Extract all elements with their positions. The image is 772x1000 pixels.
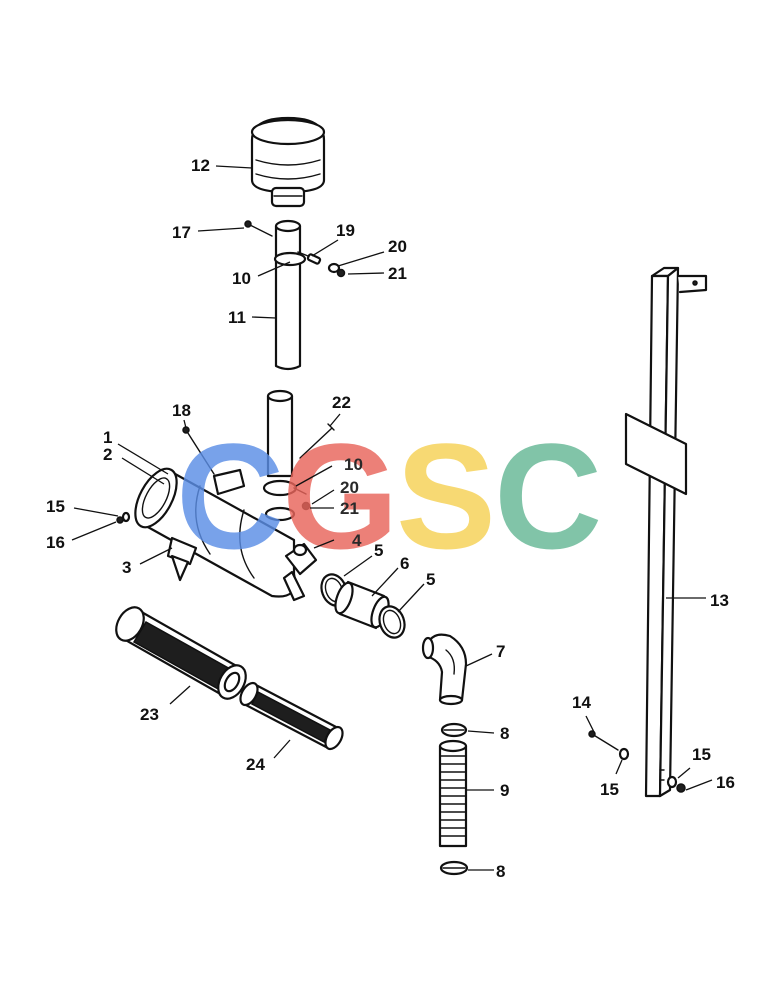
mounting-post [624,266,708,798]
callout-12: 12 [191,156,210,175]
air-cleaner-body [116,389,318,602]
watermark-letter-g: G [282,412,399,580]
intake-tube-upper [273,219,309,371]
cgsc-watermark: C G S C [176,412,602,580]
clamp-5-right [378,605,406,639]
callout-16-post: 16 [716,773,735,792]
callout-14: 14 [572,693,591,712]
callout-2: 2 [103,445,112,464]
watermark-letter-c1: C [176,412,284,580]
watermark-letter-s: S [396,412,496,580]
callout-6: 6 [400,554,409,573]
post-hardware [588,730,686,793]
callout-5-right: 5 [426,570,435,589]
callout-3: 3 [122,558,131,577]
callout-19: 19 [336,221,355,240]
callout-21-lower: 21 [340,499,359,518]
flex-hose-9 [438,739,468,848]
callout-8-upper: 8 [500,724,509,743]
callout-20: 20 [388,237,407,256]
upper-clamp-hardware [306,253,346,278]
primary-filter-element [115,606,247,700]
callout-18: 18 [172,401,191,420]
callout-21: 21 [388,264,407,283]
callout-15-left: 15 [46,497,65,516]
elbow-7 [421,633,468,706]
clamp-8-upper [440,722,468,738]
callout-5-left: 5 [374,541,383,560]
callout-4: 4 [352,531,362,550]
callout-1: 1 [103,428,112,447]
hose-6 [334,580,390,630]
callout-20-lower: 20 [340,478,359,497]
callout-9: 9 [500,781,509,800]
callout-16-left: 16 [46,533,65,552]
callout-11: 11 [228,308,246,327]
callout-labels: 12 17 19 20 21 10 11 18 22 1 2 10 20 21 … [46,156,735,881]
callout-10: 10 [232,269,251,288]
callout-10-lower: 10 [344,455,363,474]
callout-8-lower: 8 [496,862,505,881]
callout-23: 23 [140,705,159,724]
bolt-17 [244,220,273,237]
bolt-22 [299,423,335,459]
callout-17: 17 [172,223,191,242]
precleaner-cap [250,116,326,208]
watermark-letter-c2: C [494,412,602,580]
callout-24: 24 [246,755,265,774]
leader-lines [71,165,713,871]
callout-13: 13 [710,591,729,610]
secondary-filter-element [239,681,344,751]
callout-15-post-right: 15 [692,745,711,764]
clamp-8-lower [439,860,469,876]
callout-22: 22 [332,393,351,412]
callout-7: 7 [496,642,505,661]
callout-15-post-left: 15 [600,780,619,799]
